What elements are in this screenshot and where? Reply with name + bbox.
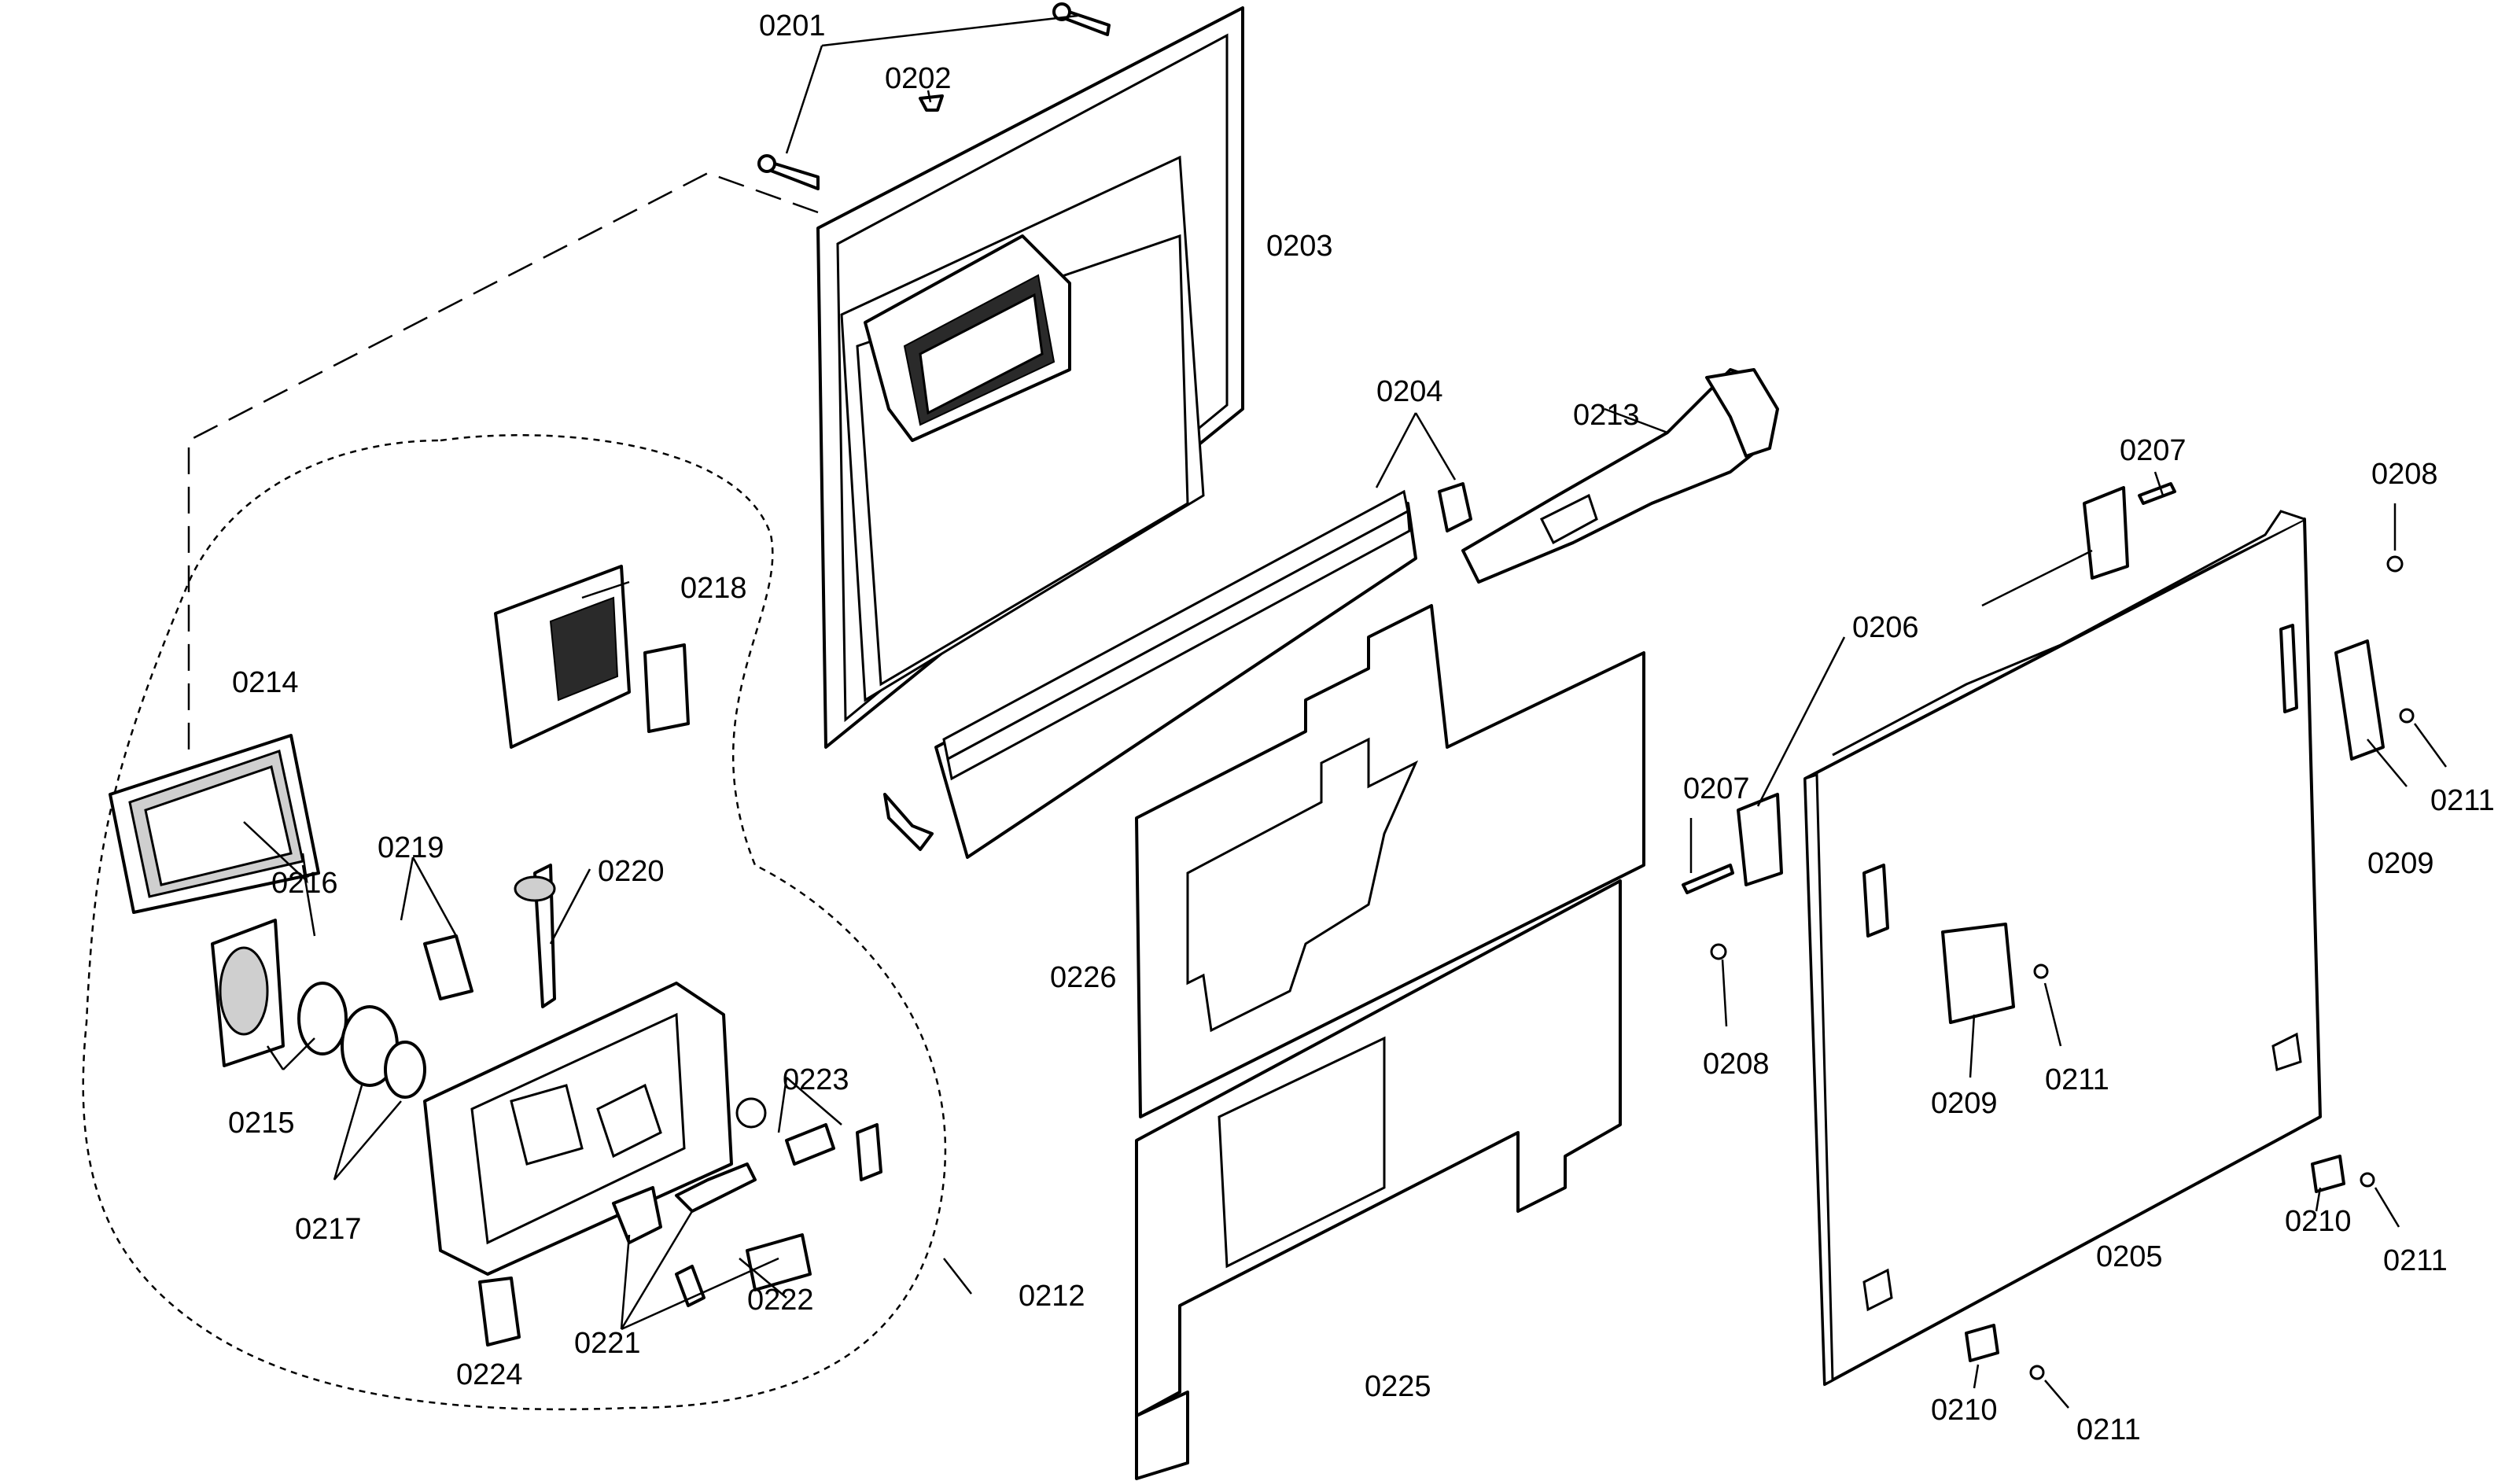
label-0214: 0214 [232, 666, 299, 699]
label-0211-bottom: 0211 [2076, 1413, 2141, 1446]
label-0209-right: 0209 [2367, 847, 2434, 880]
label-0203: 0203 [1266, 230, 1333, 263]
label-0201: 0201 [759, 9, 826, 42]
insulation-pad-upper [1135, 604, 1645, 1118]
label-0204: 0204 [1376, 375, 1443, 408]
label-0222: 0222 [747, 1284, 814, 1317]
insulation-pad-lower [1135, 879, 1622, 1480]
label-0226: 0226 [1050, 961, 1117, 994]
label-0216: 0216 [271, 867, 338, 900]
label-0211-right: 0211 [2430, 784, 2495, 817]
leader-lines [243, 14, 2448, 1409]
hinge-bracket [1461, 368, 1779, 584]
label-0223: 0223 [783, 1063, 849, 1096]
label-0215: 0215 [228, 1107, 295, 1140]
frame-0214 [109, 734, 320, 914]
label-0219: 0219 [378, 831, 444, 864]
knob-assembly-0215-0217 [211, 864, 556, 1099]
label-0217: 0217 [295, 1213, 362, 1246]
label-0211-mid: 0211 [2045, 1063, 2109, 1096]
label-0211-lower-right: 0211 [2383, 1244, 2448, 1277]
label-0206: 0206 [1852, 611, 1919, 644]
label-0209-mid: 0209 [1931, 1087, 1998, 1120]
label-0212: 0212 [1019, 1280, 1085, 1313]
dispenser-lid-0218 [494, 565, 690, 749]
label-0202: 0202 [885, 62, 952, 95]
label-0210-right: 0210 [2285, 1205, 2352, 1238]
label-0208-right: 0208 [2371, 458, 2438, 491]
label-0205: 0205 [2096, 1240, 2163, 1273]
label-0218: 0218 [680, 572, 747, 605]
label-0207-upper: 0207 [2120, 434, 2187, 467]
projection-lines [187, 171, 819, 755]
label-0207-lower: 0207 [1683, 772, 1750, 805]
small-hardware [1682, 482, 2415, 1380]
label-0221: 0221 [574, 1327, 641, 1360]
part-labels: 0201 0202 0203 0204 0213 0207 0208 0206 … [228, 9, 2495, 1446]
inner-door-liner [816, 6, 1244, 749]
dispenser-body-0212 [423, 982, 767, 1276]
label-0208-left: 0208 [1703, 1048, 1770, 1081]
door-seal-strip [883, 482, 1472, 859]
outer-door-panel [1803, 510, 2322, 1387]
screws-0201-0202 [757, 2, 1111, 190]
label-0220: 0220 [598, 855, 665, 888]
control-assembly-boundary [82, 433, 947, 1411]
label-0224: 0224 [456, 1358, 523, 1391]
label-0210-lower: 0210 [1931, 1394, 1998, 1427]
label-0225: 0225 [1365, 1370, 1431, 1403]
label-0213: 0213 [1573, 399, 1640, 432]
